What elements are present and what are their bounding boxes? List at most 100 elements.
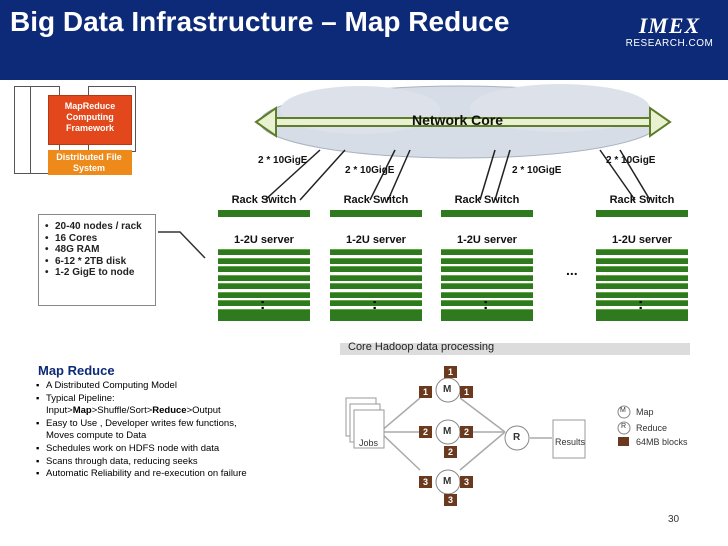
server-unit	[596, 283, 688, 289]
legend-reduce-icon	[617, 421, 631, 435]
legend-map-icon	[617, 405, 631, 419]
rack-switch-label: Rack Switch	[343, 194, 409, 206]
jobs-label: Jobs	[359, 438, 379, 448]
legend-map-symbol: M	[620, 407, 626, 414]
server-label: 1-2U server	[612, 234, 672, 246]
server-unit	[218, 308, 310, 315]
server-unit	[596, 291, 688, 298]
server-unit	[330, 300, 422, 306]
spec-item: 6-12 * 2TB disk	[45, 256, 151, 268]
logo-subtext: RESEARCH.COM	[625, 38, 714, 49]
hadoop-banner	[340, 343, 690, 355]
server-unit	[330, 266, 422, 272]
reduce-symbol: R	[513, 432, 521, 443]
data-block: 2	[419, 426, 432, 438]
spec-item: 16 Cores	[45, 233, 151, 245]
rack-switch-bar	[330, 210, 422, 217]
server-unit	[441, 266, 533, 272]
mapreduce-layer: MapReduce Computing Framework	[48, 95, 132, 145]
results-label: Results	[555, 437, 586, 447]
server-unit	[441, 308, 533, 315]
link-label: 2 * 10GigE	[345, 165, 395, 176]
more-servers-dots: :	[372, 296, 378, 313]
rack-base	[330, 315, 422, 321]
map-symbol: M	[443, 384, 452, 395]
pipeline-shuffle: >Shuffle/Sort>	[91, 405, 153, 417]
pipeline-map: Map	[72, 405, 92, 417]
more-servers-dots: :	[638, 296, 644, 313]
bullet-item: A Distributed Computing Model	[36, 380, 336, 393]
rack-switch-bar	[441, 210, 533, 217]
data-block: 2	[444, 446, 457, 458]
data-block: 1	[419, 386, 432, 398]
server-unit	[441, 300, 533, 306]
core-arrow-right	[649, 106, 672, 138]
link-label: 2 * 10GigE	[512, 165, 562, 176]
rack-base	[596, 315, 688, 321]
bullet-item: Scans through data, reducing seeks	[36, 456, 336, 469]
server-unit	[330, 283, 422, 289]
link-label: 2 * 10GigE	[258, 155, 308, 166]
server-label: 1-2U server	[457, 234, 517, 246]
bullet-text: Typical Pipeline:	[46, 392, 115, 404]
page-number: 30	[668, 514, 680, 525]
map-symbol: M	[443, 476, 452, 487]
process-arrows	[379, 397, 552, 471]
data-block: 1	[444, 366, 457, 378]
logo-text: IMEX	[638, 13, 701, 38]
bullet-continuation: Moves compute to Data	[46, 430, 147, 442]
spec-item: 48G RAM	[45, 244, 151, 256]
spec-connector	[158, 231, 206, 259]
rack-base	[441, 315, 533, 321]
legend-reduce-symbol: R	[621, 423, 627, 430]
more-servers-dots: :	[483, 296, 489, 313]
mapreduce-label: MapReduce Computing Framework	[64, 101, 116, 133]
server-unit	[218, 274, 310, 281]
bullet-item: Schedules work on HDFS node with data	[36, 443, 336, 456]
node-spec-box: 20-40 nodes / rack 16 Cores 48G RAM 6-12…	[38, 214, 156, 306]
dfs-layer: Distributed File System	[48, 150, 132, 175]
results-doc	[552, 419, 586, 459]
server-unit	[441, 291, 533, 298]
server-label: 1-2U server	[234, 234, 294, 246]
title-bar: Big Data Infrastructure – Map Reduce IME…	[0, 0, 728, 80]
spec-item: 1-2 GigE to node	[45, 267, 151, 279]
rack-switch-label: Rack Switch	[231, 194, 297, 206]
server-unit	[596, 266, 688, 272]
pipeline-line: Input>Map>Shuffle/Sort>Reduce>Output	[46, 405, 336, 418]
server-unit	[218, 257, 310, 264]
server-unit	[218, 266, 310, 272]
server-unit	[330, 249, 422, 255]
server-unit	[330, 274, 422, 281]
server-unit	[330, 257, 422, 264]
rack-base	[218, 315, 310, 321]
server-unit	[441, 249, 533, 255]
hadoop-process-label: Core Hadoop data processing	[348, 341, 495, 353]
rack-switch-bar	[596, 210, 688, 217]
rack-switch-bar	[218, 210, 310, 217]
legend-map-label: Map	[636, 407, 654, 417]
pipeline-output: >Output	[186, 405, 221, 417]
map-reduce-bullets: A Distributed Computing Model Typical Pi…	[36, 380, 336, 481]
server-unit	[596, 308, 688, 315]
link-label: 2 * 10GigE	[606, 155, 656, 166]
data-block: 3	[444, 494, 457, 506]
server-unit	[218, 283, 310, 289]
data-block: 3	[419, 476, 432, 488]
server-unit	[218, 300, 310, 306]
imex-logo: IMEX RESEARCH.COM	[622, 14, 717, 50]
network-core-label: Network Core	[412, 112, 504, 128]
bullet-item: Easy to Use , Developer writes few funct…	[36, 418, 336, 443]
map-reduce-heading: Map Reduce	[38, 363, 115, 378]
pipeline-reduce: Reduce	[152, 405, 187, 417]
jobs-stack	[345, 397, 385, 449]
node-spec-list: 20-40 nodes / rack 16 Cores 48G RAM 6-12…	[39, 215, 155, 279]
legend-reduce-label: Reduce	[636, 423, 668, 433]
more-racks-ellipsis: ...	[566, 262, 578, 278]
